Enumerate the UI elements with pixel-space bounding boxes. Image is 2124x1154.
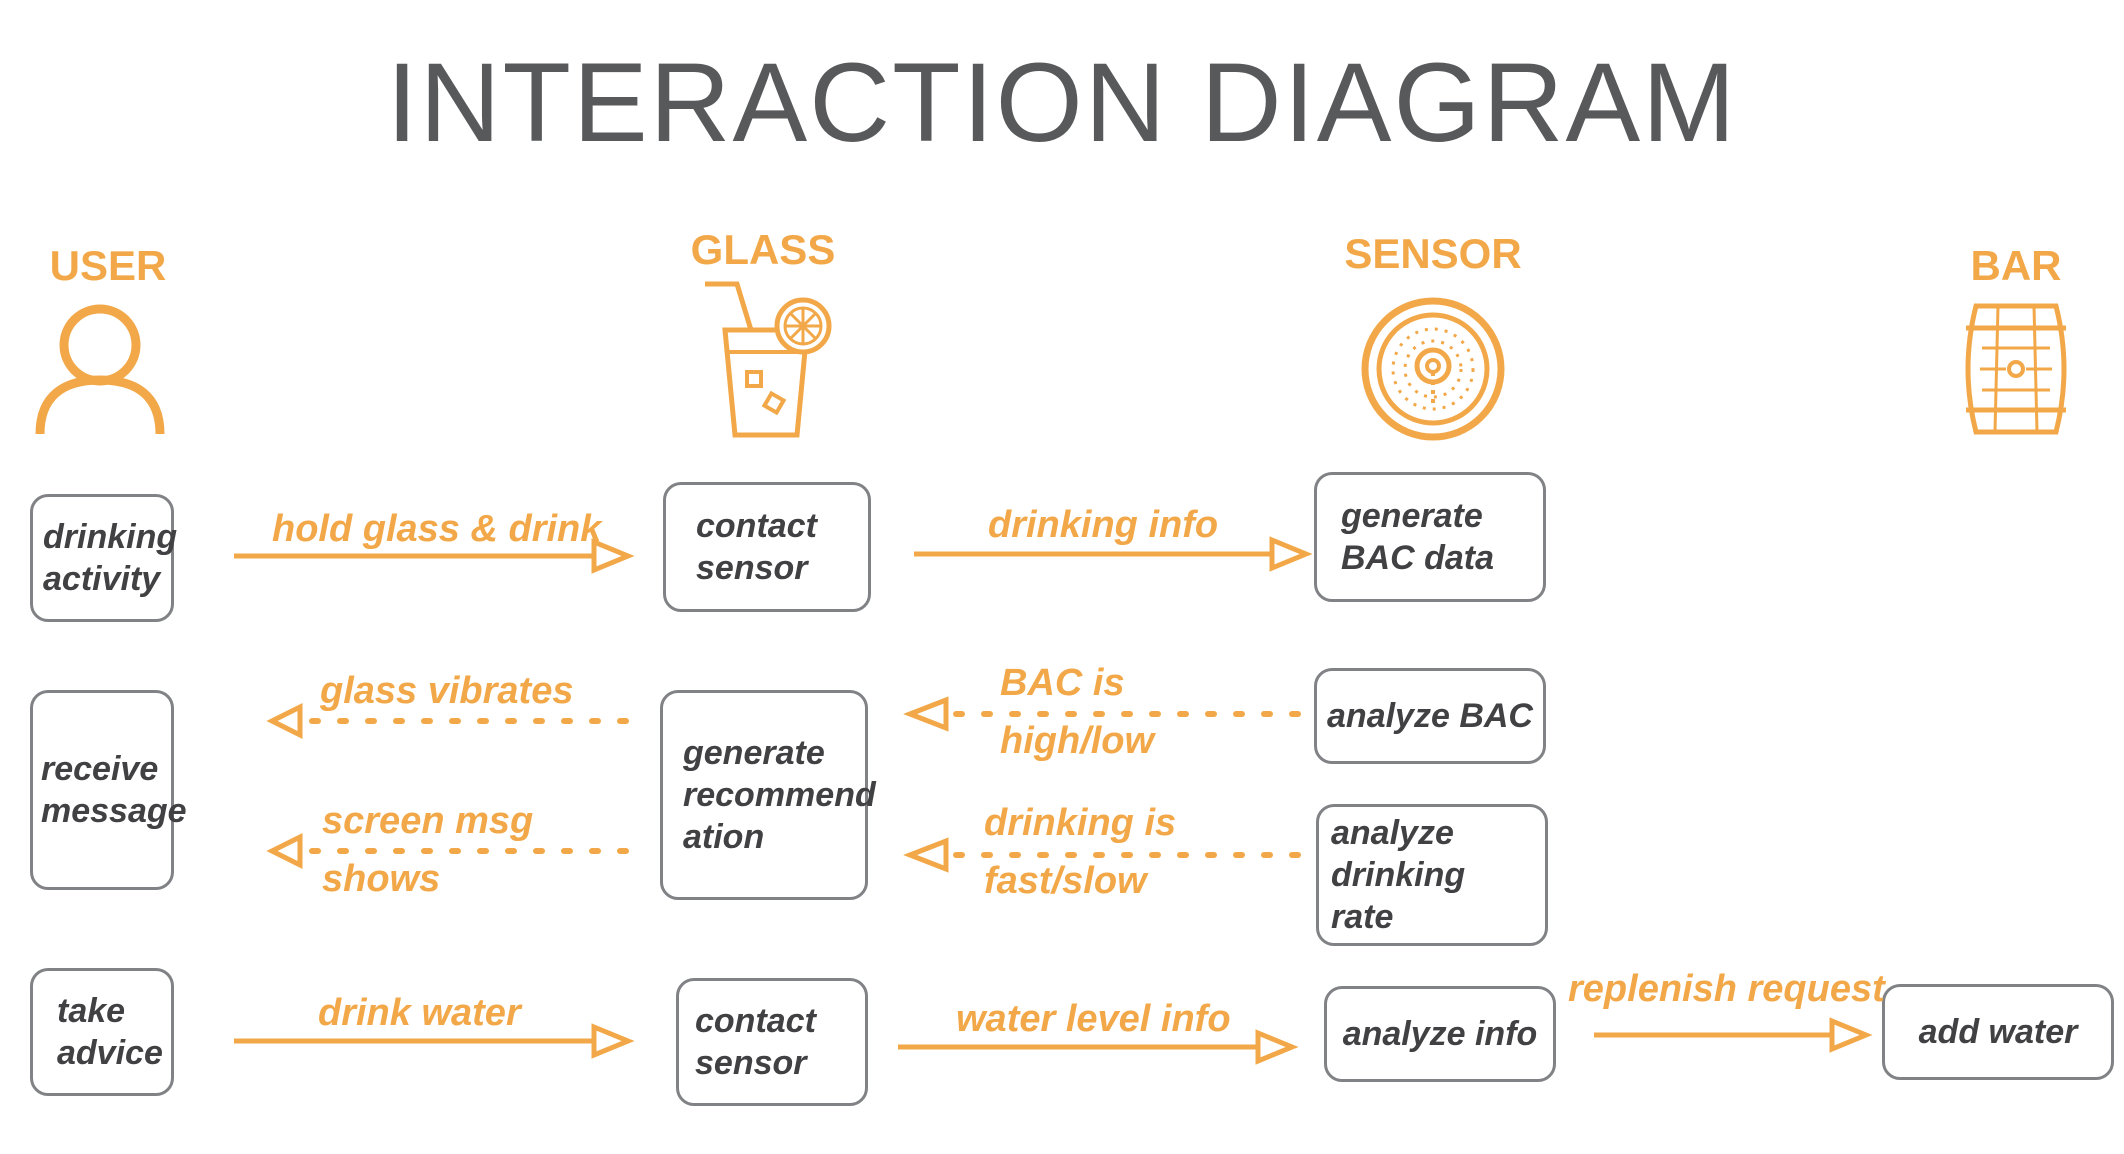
msg-water-level: water level info <box>956 998 1231 1040</box>
msg-glass-vibrates: glass vibrates <box>320 670 574 712</box>
sensor-icon <box>1361 297 1505 441</box>
msg-drink-water: drink water <box>318 992 521 1034</box>
msg-drinking-info: drinking info <box>988 504 1219 546</box>
arrow-bac-high-low-head <box>903 696 949 732</box>
arrow-hold-glass-head <box>591 538 635 574</box>
arrow-glass-vibrates-head <box>266 702 303 740</box>
box-analyze-info-text: analyze info <box>1342 1015 1538 1053</box>
msg-replenish: replenish request <box>1568 968 1885 1010</box>
box-analyze-drinking-rate-text: analyze drinking rate <box>1331 814 1466 936</box>
box-analyze-bac: analyze BAC <box>1314 668 1546 764</box>
actor-label-sensor: SENSOR <box>1344 230 1522 277</box>
page-title: INTERACTION DIAGRAM <box>386 40 1738 165</box>
box-analyze-drinking-rate: analyze drinking rate <box>1316 804 1548 946</box>
msg-screen-msg: screen msg shows <box>322 800 534 900</box>
msg-drinking-fast-slow: drinking is fast/slow <box>984 802 1177 902</box>
arrow-screen-msg-head <box>266 832 303 870</box>
box-take-advice: take advice <box>30 968 174 1096</box>
box-generate-recommendation: generate recommend ation <box>660 690 876 900</box>
box-contact-sensor-1-text: contact sensor <box>696 507 817 587</box>
actor-label-glass: GLASS <box>690 226 836 273</box>
glass-icon <box>705 281 832 438</box>
arrow-drinking-info-head <box>1269 536 1313 572</box>
actor-label-user: USER <box>49 242 167 289</box>
box-add-water-text: add water <box>1918 1013 2078 1051</box>
actor-label-bar: BAR <box>1970 242 2062 289</box>
box-receive-message-text: receive message <box>41 750 187 830</box>
box-contact-sensor-2-text: contact sensor <box>695 1002 816 1082</box>
box-take-advice-text: take advice <box>57 992 163 1072</box>
box-analyze-bac-text: analyze BAC <box>1327 697 1533 735</box>
box-add-water: add water <box>1882 984 2114 1080</box>
box-analyze-info: analyze info <box>1324 986 1556 1082</box>
box-drinking-activity-text: drinking activity <box>43 518 178 598</box>
arrow-drinking-fast-slow-head <box>903 837 949 873</box>
box-generate-bac: generate BAC data <box>1314 472 1546 602</box>
arrow-drink-water-head <box>591 1023 635 1059</box>
box-generate-recommendation-text: generate recommend ation <box>683 734 876 856</box>
barrel-icon <box>1965 303 2067 435</box>
box-drinking-activity: drinking activity <box>30 494 178 622</box>
arrow-water-level-head <box>1255 1029 1299 1065</box>
box-contact-sensor-2: contact sensor <box>676 978 868 1106</box>
box-receive-message: receive message <box>30 690 187 890</box>
person-icon <box>35 304 165 435</box>
msg-bac-high-low: BAC is high/low <box>1000 662 1155 762</box>
arrow-replenish-head <box>1829 1017 1873 1053</box>
box-contact-sensor-1: contact sensor <box>663 482 871 612</box>
msg-hold-glass: hold glass & drink <box>272 508 602 550</box>
box-generate-bac-text: generate BAC data <box>1341 497 1495 577</box>
